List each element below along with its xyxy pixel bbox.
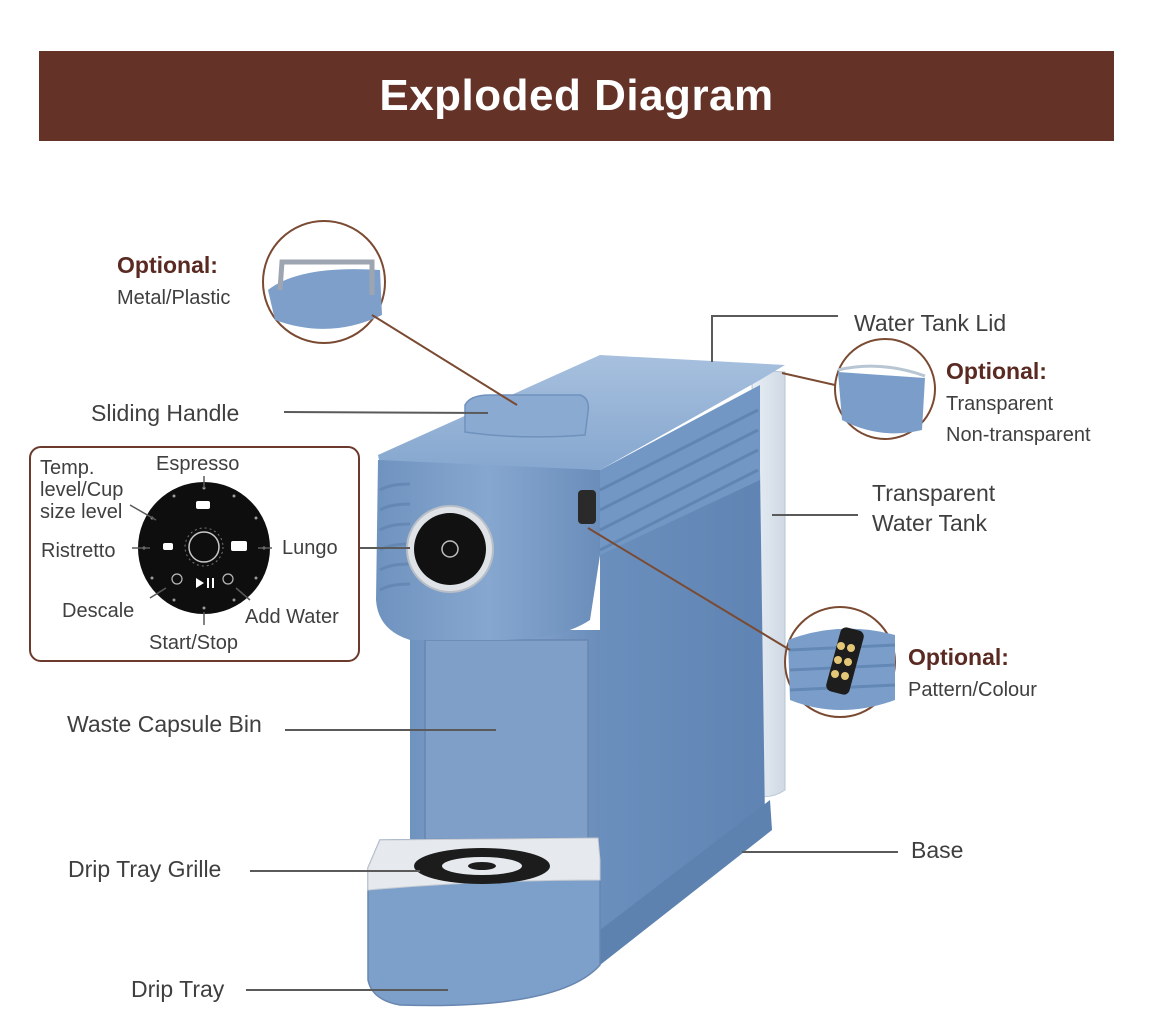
lungo-label: Lungo — [282, 537, 338, 559]
temp-level-line-2: level/Cup — [40, 479, 124, 501]
add-water-label: Add Water — [245, 606, 339, 628]
lid-optional-sub-1: Transparent — [946, 393, 1054, 415]
drip-tray — [367, 837, 601, 1007]
temp-level-line-3: size level — [40, 501, 123, 523]
espresso-label: Espresso — [156, 453, 240, 475]
temp-level-label: Temp. level/Cup size level — [40, 457, 123, 523]
ristretto-label: Ristretto — [41, 540, 116, 562]
start-stop-label: Start/Stop — [149, 632, 238, 654]
handle-optional-sub: Metal/Plastic — [117, 287, 231, 309]
transparent-water-tank-label-1: Transparent — [872, 480, 996, 506]
panel-leaders — [129, 476, 272, 625]
brown-leaders — [371, 314, 836, 651]
lid-optional-heading: Optional: — [946, 358, 1047, 384]
handle-optional-heading: Optional: — [117, 252, 218, 278]
base-label: Base — [911, 837, 964, 863]
panel-icons — [163, 501, 247, 588]
waste-capsule-bin-label: Waste Capsule Bin — [67, 711, 262, 737]
temp-level-line-1: Temp. — [40, 457, 95, 479]
pattern-optional-heading: Optional: — [908, 644, 1009, 670]
gray-leaders — [246, 315, 898, 991]
control-dial — [138, 482, 270, 614]
page-title: Exploded Diagram — [379, 71, 774, 120]
side-badge — [578, 490, 596, 524]
water-tank-lid-label: Water Tank Lid — [854, 310, 1007, 336]
drip-tray-label: Drip Tray — [131, 976, 225, 1002]
machine-dial — [406, 505, 494, 593]
lid-zoom-callout — [834, 338, 936, 440]
pattern-optional-sub: Pattern/Colour — [908, 679, 1037, 701]
sliding-handle-label: Sliding Handle — [91, 400, 240, 426]
handle-zoom-callout — [262, 220, 386, 344]
lid-optional-sub-2: Non-transparent — [946, 424, 1091, 446]
control-panel-callout — [29, 446, 360, 662]
pattern-zoom-callout — [784, 606, 896, 718]
drip-tray-grille-label: Drip Tray Grille — [68, 856, 222, 882]
title-banner: Exploded Diagram — [39, 51, 1114, 141]
descale-label: Descale — [62, 600, 135, 622]
transparent-water-tank-label-2: Water Tank — [872, 510, 988, 536]
